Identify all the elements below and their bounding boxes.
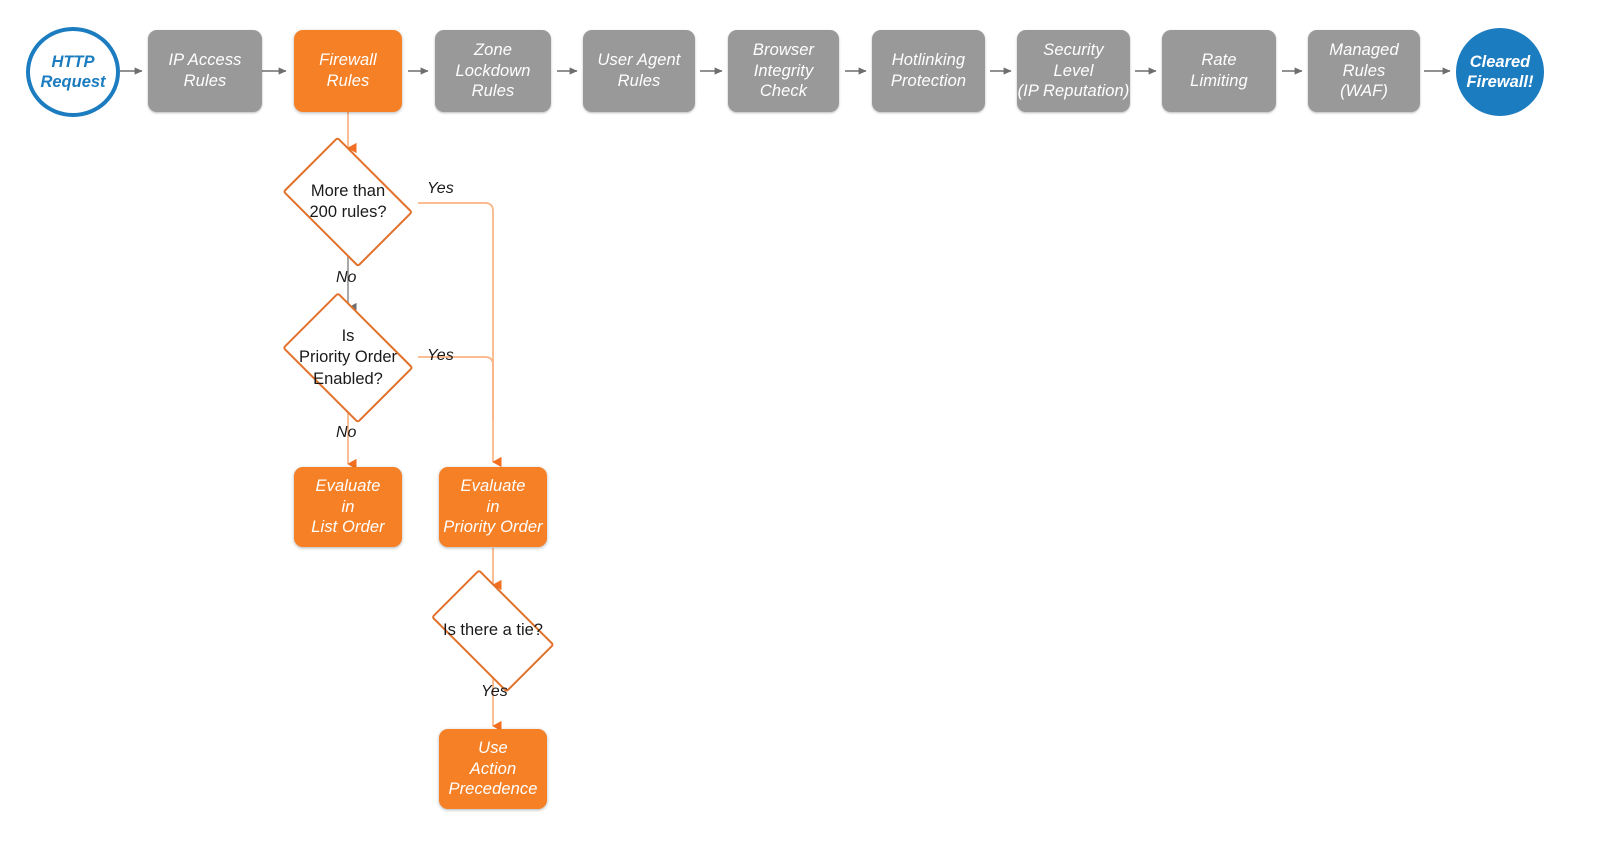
edge-label-rule-count-yes: Yes — [427, 180, 454, 197]
node-label: HTTP Request — [40, 52, 106, 91]
node-browser-integrity-check[interactable]: Browser Integrity Check — [728, 30, 839, 112]
node-managed-rules-waf[interactable]: Managed Rules (WAF) — [1308, 30, 1420, 112]
node-label: Zone Lockdown Rules — [455, 40, 531, 101]
node-label: Is Priority Order Enabled? — [298, 326, 398, 388]
node-http-request[interactable]: HTTP Request — [26, 27, 120, 117]
node-label: More than 200 rules? — [309, 181, 387, 221]
node-label: Security Level (IP Reputation) — [1017, 40, 1130, 101]
node-label: User Agent Rules — [597, 51, 681, 90]
decision-more-than-200-rules[interactable]: More than 200 rules? — [272, 136, 424, 268]
edge-label-priority-yes: Yes — [427, 347, 454, 364]
edge-label-priority-no: No — [336, 424, 357, 441]
node-label: Use Action Precedence — [448, 738, 538, 799]
node-label: Managed Rules (WAF) — [1329, 40, 1399, 101]
node-label: Evaluate in Priority Order — [443, 476, 543, 537]
node-user-agent-rules[interactable]: User Agent Rules — [583, 30, 695, 112]
node-label: Browser Integrity Check — [752, 40, 815, 101]
node-label: Cleared Firewall! — [1466, 52, 1534, 91]
node-label: IP Access Rules — [168, 51, 242, 90]
node-evaluate-in-priority-order[interactable]: Evaluate in Priority Order — [439, 467, 547, 547]
node-label: Hotlinking Protection — [890, 51, 967, 90]
edge-label-rule-count-no: No — [336, 269, 357, 286]
node-label: Firewall Rules — [319, 51, 377, 90]
node-evaluate-in-list-order[interactable]: Evaluate in List Order — [294, 467, 402, 547]
node-cleared-firewall[interactable]: Cleared Firewall! — [1456, 28, 1544, 116]
node-firewall-rules[interactable]: Firewall Rules — [294, 30, 402, 112]
edge-label-tie-yes: Yes — [481, 683, 508, 700]
decision-is-there-a-tie[interactable]: Is there a tie? — [417, 569, 569, 693]
decision-priority-order-enabled[interactable]: Is Priority Order Enabled? — [272, 292, 424, 424]
node-rate-limiting[interactable]: Rate Limiting — [1162, 30, 1276, 112]
node-hotlinking-protection[interactable]: Hotlinking Protection — [872, 30, 985, 112]
node-label: Evaluate in List Order — [311, 476, 385, 537]
node-ip-access-rules[interactable]: IP Access Rules — [148, 30, 262, 112]
node-use-action-precedence[interactable]: Use Action Precedence — [439, 729, 547, 809]
node-zone-lockdown-rules[interactable]: Zone Lockdown Rules — [435, 30, 551, 112]
node-security-level[interactable]: Security Level (IP Reputation) — [1017, 30, 1130, 112]
node-label: Rate Limiting — [1190, 51, 1248, 90]
node-label: Is there a tie? — [443, 621, 543, 640]
